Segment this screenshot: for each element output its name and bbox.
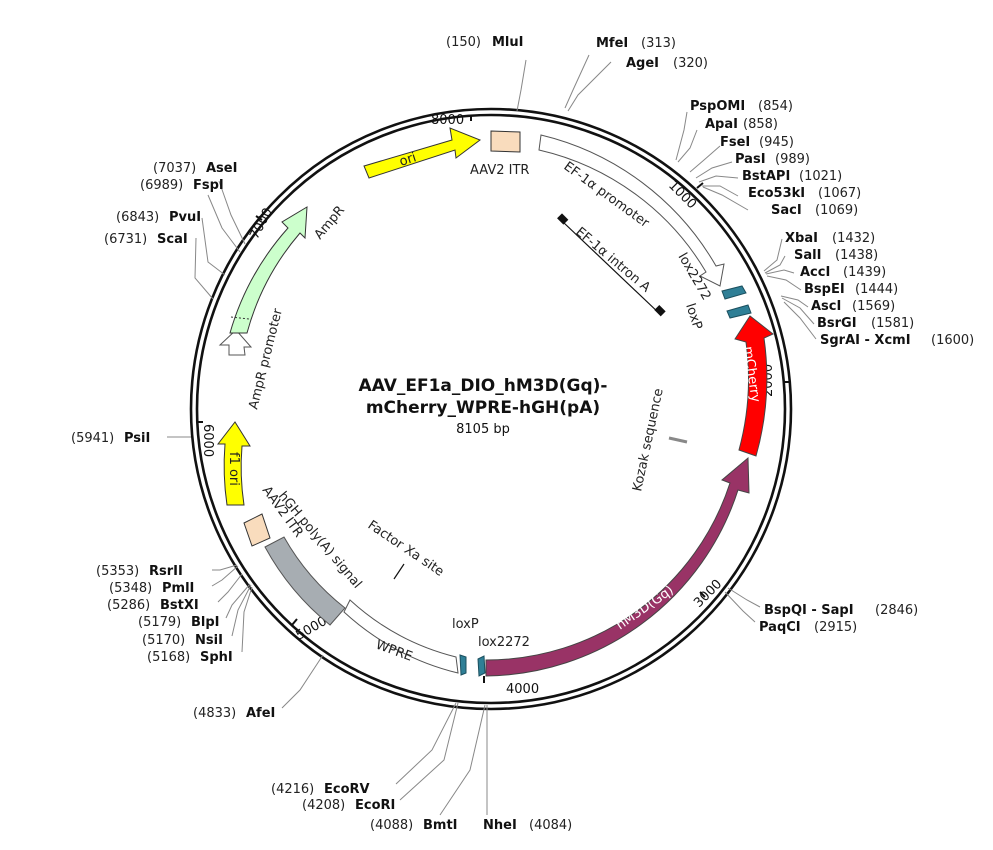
site-fspi: (6989)FspI bbox=[140, 178, 224, 193]
tick-5000 bbox=[291, 618, 298, 626]
site-mfei: MfeI(313) bbox=[596, 36, 676, 51]
plasmid-length: 8105 bp bbox=[456, 422, 510, 437]
feature-aav2-itr-left bbox=[243, 513, 271, 547]
site-bsrgi: BsrGI(1581) bbox=[817, 316, 914, 331]
scale-ticks bbox=[197, 115, 790, 683]
label-kozak-sequence: Kozak sequence bbox=[630, 387, 666, 493]
site-pspomi: PspOMI(854) bbox=[690, 99, 793, 114]
tick-label-7000: 7000 bbox=[247, 206, 276, 242]
site-fsei: FseI(945) bbox=[720, 135, 794, 150]
site-saci: SacI(1069) bbox=[771, 203, 858, 218]
plasmid-title: AAV_EF1a_DIO_hM3D(Gq)- mCherry_WPRE-hGH(… bbox=[359, 376, 608, 437]
feature-hgh-polya-signal bbox=[264, 536, 346, 626]
plasmid-name-line1: AAV_EF1a_DIO_hM3D(Gq)- bbox=[359, 376, 608, 396]
site-nsii: (5170)NsiI bbox=[142, 633, 223, 648]
feature-lox2272-lower bbox=[477, 655, 486, 677]
feature-lox2272-upper bbox=[721, 285, 747, 300]
site-eco53ki: Eco53kI(1067) bbox=[748, 186, 861, 201]
site-psii: (5941)PsiI bbox=[71, 431, 150, 446]
tick-label-4000: 4000 bbox=[506, 682, 539, 697]
tick-1000 bbox=[696, 182, 704, 189]
label-ampr: AmpR bbox=[312, 203, 348, 242]
site-afei: (4833)AfeI bbox=[193, 706, 275, 721]
feature-factor-xa-site bbox=[393, 563, 405, 580]
site-xbai: XbaI(1432) bbox=[785, 231, 875, 246]
site-paqci: PaqCI(2915) bbox=[759, 620, 857, 635]
label-loxp-lower: loxP bbox=[452, 617, 479, 632]
site-apai: ApaI(858) bbox=[705, 117, 778, 132]
site-blpi: (5179)BlpI bbox=[138, 615, 220, 630]
site-bspqi-sapi: BspQI - SapI(2846) bbox=[764, 603, 918, 618]
site-leaders bbox=[167, 54, 817, 816]
site-pmli: (5348)PmlI bbox=[109, 581, 194, 596]
site-nhei: NheI(4084) bbox=[483, 818, 572, 833]
label-factor-xa-site: Factor Xa site bbox=[365, 518, 447, 580]
label-ef1a-intron-a: EF-1α intron A bbox=[572, 225, 653, 296]
features bbox=[216, 127, 774, 677]
feature-ef1a-promoter bbox=[538, 134, 725, 287]
feature-loxp-upper bbox=[726, 304, 752, 319]
site-pvui: (6843)PvuI bbox=[116, 210, 201, 225]
site-acci: AccI(1439) bbox=[800, 265, 886, 280]
site-sali: SalI(1438) bbox=[794, 248, 878, 263]
feature-ampr-promoter-overlap bbox=[230, 316, 250, 320]
label-f1-ori: f1 ori bbox=[226, 452, 241, 486]
site-agei: AgeI(320) bbox=[626, 56, 708, 71]
site-bstxi: (5286)BstXI bbox=[107, 598, 199, 613]
backbone bbox=[189, 107, 793, 711]
feature-ori bbox=[363, 127, 482, 179]
feature-mcherry bbox=[734, 315, 774, 457]
site-sgrai-xcmi: SgrAI - XcmI(1600) bbox=[820, 333, 974, 348]
site-asci: AscI(1569) bbox=[811, 299, 895, 314]
tick-label-6000: 6000 bbox=[200, 424, 215, 457]
site-pasi: PasI(989) bbox=[735, 152, 810, 167]
feature-hm3d-gq bbox=[485, 456, 750, 677]
tick-label-8000: 8000 bbox=[431, 113, 464, 128]
site-bspei: BspEI(1444) bbox=[804, 282, 898, 297]
feature-loxp-lower bbox=[459, 654, 467, 676]
label-loxp-upper: loxP bbox=[682, 302, 705, 332]
site-sphi: (5168)SphI bbox=[147, 650, 233, 665]
feature-f1-ori bbox=[216, 421, 251, 506]
label-lox2272-lower: lox2272 bbox=[478, 635, 530, 650]
site-ecorv: (4216)EcoRV bbox=[271, 782, 370, 797]
label-ori: ori bbox=[398, 150, 419, 169]
site-rsrii: (5353)RsrII bbox=[96, 564, 183, 579]
feature-ampr-promoter bbox=[218, 329, 253, 356]
feature-wpre bbox=[343, 599, 459, 674]
site-scai: (6731)ScaI bbox=[104, 232, 188, 247]
label-ampr-promoter: AmpR promoter bbox=[246, 306, 286, 410]
plasmid-name-line2: mCherry_WPRE-hGH(pA) bbox=[366, 398, 600, 418]
feature-ef1a-intron-a-marker bbox=[557, 213, 666, 317]
label-aav2-itr-top: AAV2 ITR bbox=[470, 163, 529, 178]
tick-7000 bbox=[255, 215, 263, 221]
label-hm3d-gq: hM3D(Gq) bbox=[614, 583, 677, 633]
site-ecori: (4208)EcoRI bbox=[302, 798, 395, 813]
site-bmti: (4088)BmtI bbox=[370, 818, 458, 833]
feature-kozak-sequence bbox=[668, 436, 688, 444]
tick-3000 bbox=[699, 591, 706, 598]
site-mlui: (150)MluI bbox=[446, 35, 523, 50]
site-bstapi: BstAPI(1021) bbox=[742, 169, 842, 184]
restriction-sites: (150)MluI MfeI(313) AgeI(320) PspOMI(854… bbox=[71, 35, 974, 833]
feature-ampr bbox=[229, 206, 308, 334]
feature-aav2-itr-top bbox=[490, 130, 521, 153]
site-asei: (7037)AseI bbox=[153, 161, 237, 176]
